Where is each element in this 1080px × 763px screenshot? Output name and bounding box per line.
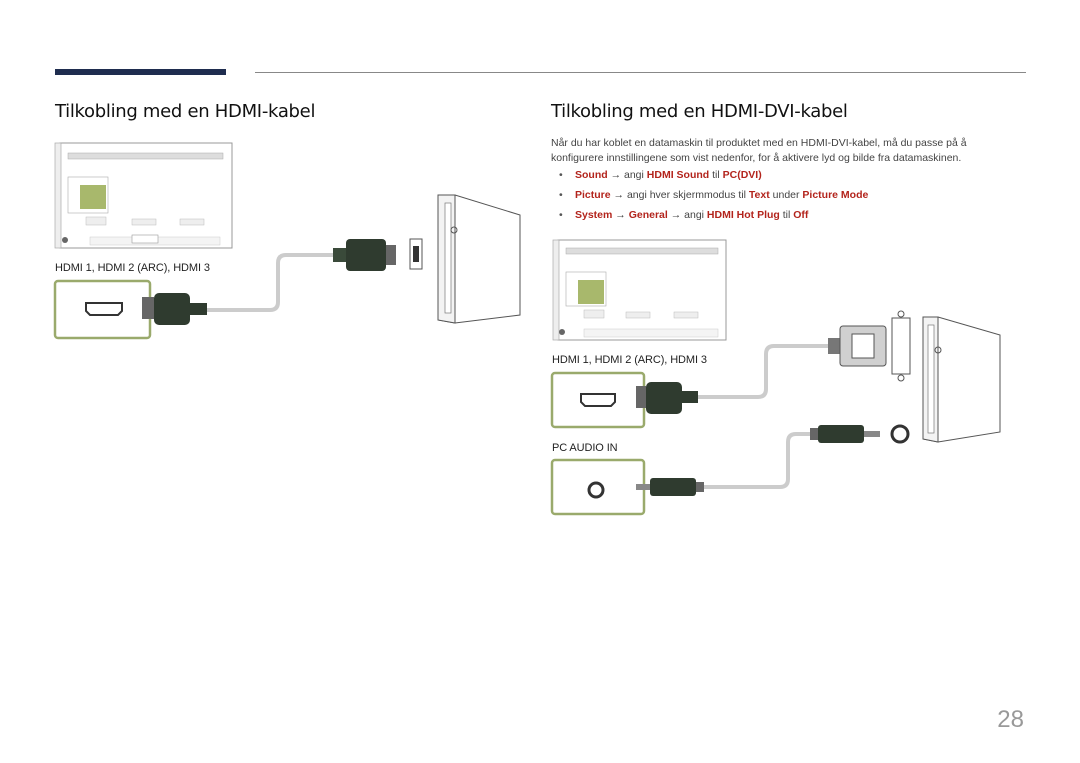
hdmi-plug-pc-side	[333, 238, 423, 271]
monitor-back-panel	[54, 142, 233, 249]
monitor-back-panel	[552, 239, 727, 341]
header-rule	[255, 72, 1026, 73]
audio-port-frame	[550, 458, 646, 516]
left-heading: Tilkobling med en HDMI-kabel	[55, 101, 316, 122]
audio-plug-pc-side	[810, 424, 910, 444]
list-item: System → General → angi HDMI Hot Plug ti…	[553, 208, 868, 228]
list-item: Sound → angi HDMI Sound til PC(DVI)	[553, 168, 868, 188]
intro-paragraph: Når du har koblet en datamaskin til prod…	[551, 137, 967, 164]
computer-tower	[437, 194, 521, 324]
hdmi-dvi-connection-diagram	[550, 239, 1001, 516]
page-number: 28	[997, 706, 1024, 733]
dvi-port-pc	[891, 310, 911, 382]
hdmi-plug-monitor-side	[636, 382, 698, 414]
settings-list: Sound → angi HDMI Sound til PC(DVI) Pict…	[553, 168, 868, 228]
hdmi-port-icon	[85, 302, 123, 316]
dvi-plug	[828, 325, 887, 367]
hdmi-plug-monitor-side	[142, 293, 207, 325]
hdmi-port-icon	[580, 393, 616, 407]
hdmi-port-label: HDMI 1, HDMI 2 (ARC), HDMI 3	[55, 262, 210, 274]
right-heading: Tilkobling med en HDMI-DVI-kabel	[551, 101, 848, 122]
audio-plug-monitor-side	[636, 478, 704, 496]
audio-port-label: PC AUDIO IN	[552, 442, 618, 454]
hdmi-connection-diagram	[53, 142, 521, 340]
list-item: Picture → angi hver skjermmodus til Text…	[553, 188, 868, 208]
hdmi-port-label: HDMI 1, HDMI 2 (ARC), HDMI 3	[552, 354, 707, 366]
computer-tower	[922, 316, 1001, 443]
section-accent-bar	[55, 69, 226, 75]
audio-jack-icon	[587, 481, 605, 499]
